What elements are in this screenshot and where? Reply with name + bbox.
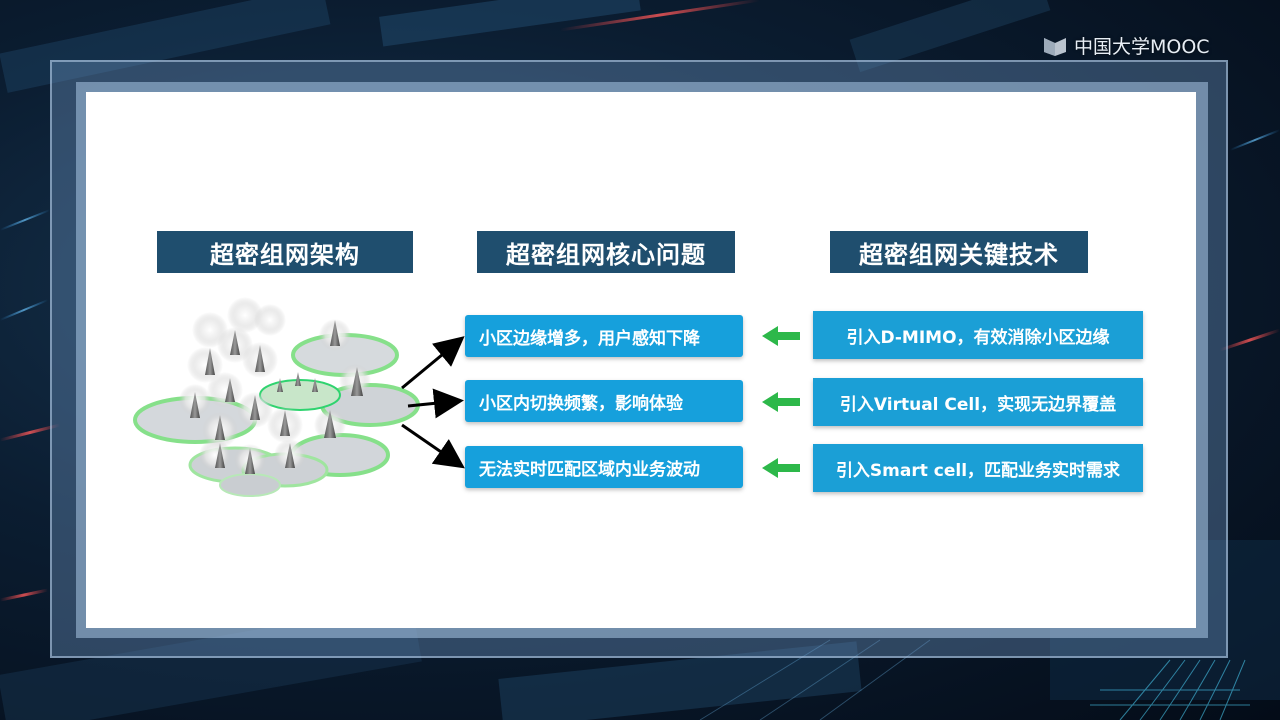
tech-box-d-mimo: 引入D-MIMO，有效消除小区边缘 <box>813 311 1143 359</box>
technologies-header: 超密组网关键技术 <box>830 231 1088 273</box>
issue-box-traffic-fluctuation: 无法实时匹配区域内业务波动 <box>465 446 743 488</box>
tech-box-virtual-cell: 引入Virtual Cell，实现无边界覆盖 <box>813 378 1143 426</box>
logo-text: 中国大学MOOC <box>1074 35 1210 58</box>
mooc-logo[interactable]: 中国大学MOOC <box>1042 32 1210 58</box>
architecture-header: 超密组网架构 <box>157 231 413 273</box>
mooc-logo-icon <box>1044 38 1066 56</box>
issue-box-handover: 小区内切换频繁，影响体验 <box>465 380 743 422</box>
issue-box-cell-edge: 小区边缘增多，用户感知下降 <box>465 315 743 357</box>
tech-box-smart-cell: 引入Smart cell，匹配业务实时需求 <box>813 444 1143 492</box>
slide-panel <box>86 92 1196 628</box>
issues-header: 超密组网核心问题 <box>477 231 735 273</box>
